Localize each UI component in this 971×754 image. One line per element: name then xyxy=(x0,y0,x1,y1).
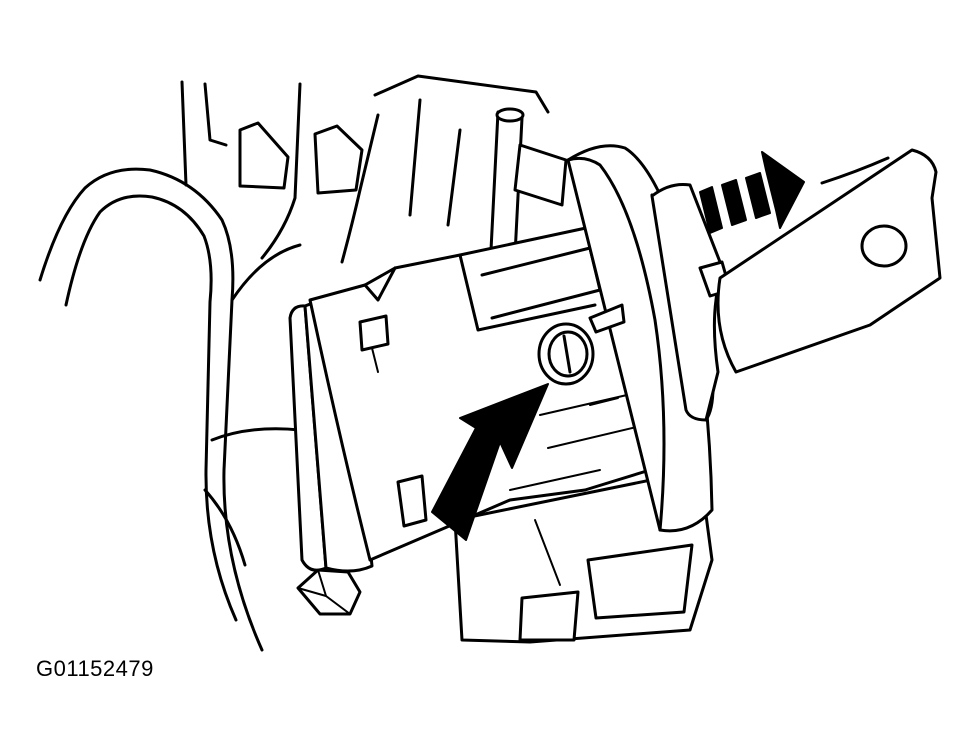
figure-id-label: G01152479 xyxy=(36,656,154,681)
solid-arrow-icon xyxy=(431,383,549,541)
release-rod xyxy=(489,107,568,257)
ignition-key xyxy=(650,148,942,422)
steering-column-housing xyxy=(38,167,302,652)
mounting-bolt xyxy=(296,568,362,616)
lock-cylinder xyxy=(288,223,652,573)
upper-bracket xyxy=(180,74,550,264)
lower-bracket xyxy=(453,468,714,644)
dashed-arrow-icon xyxy=(699,151,805,234)
